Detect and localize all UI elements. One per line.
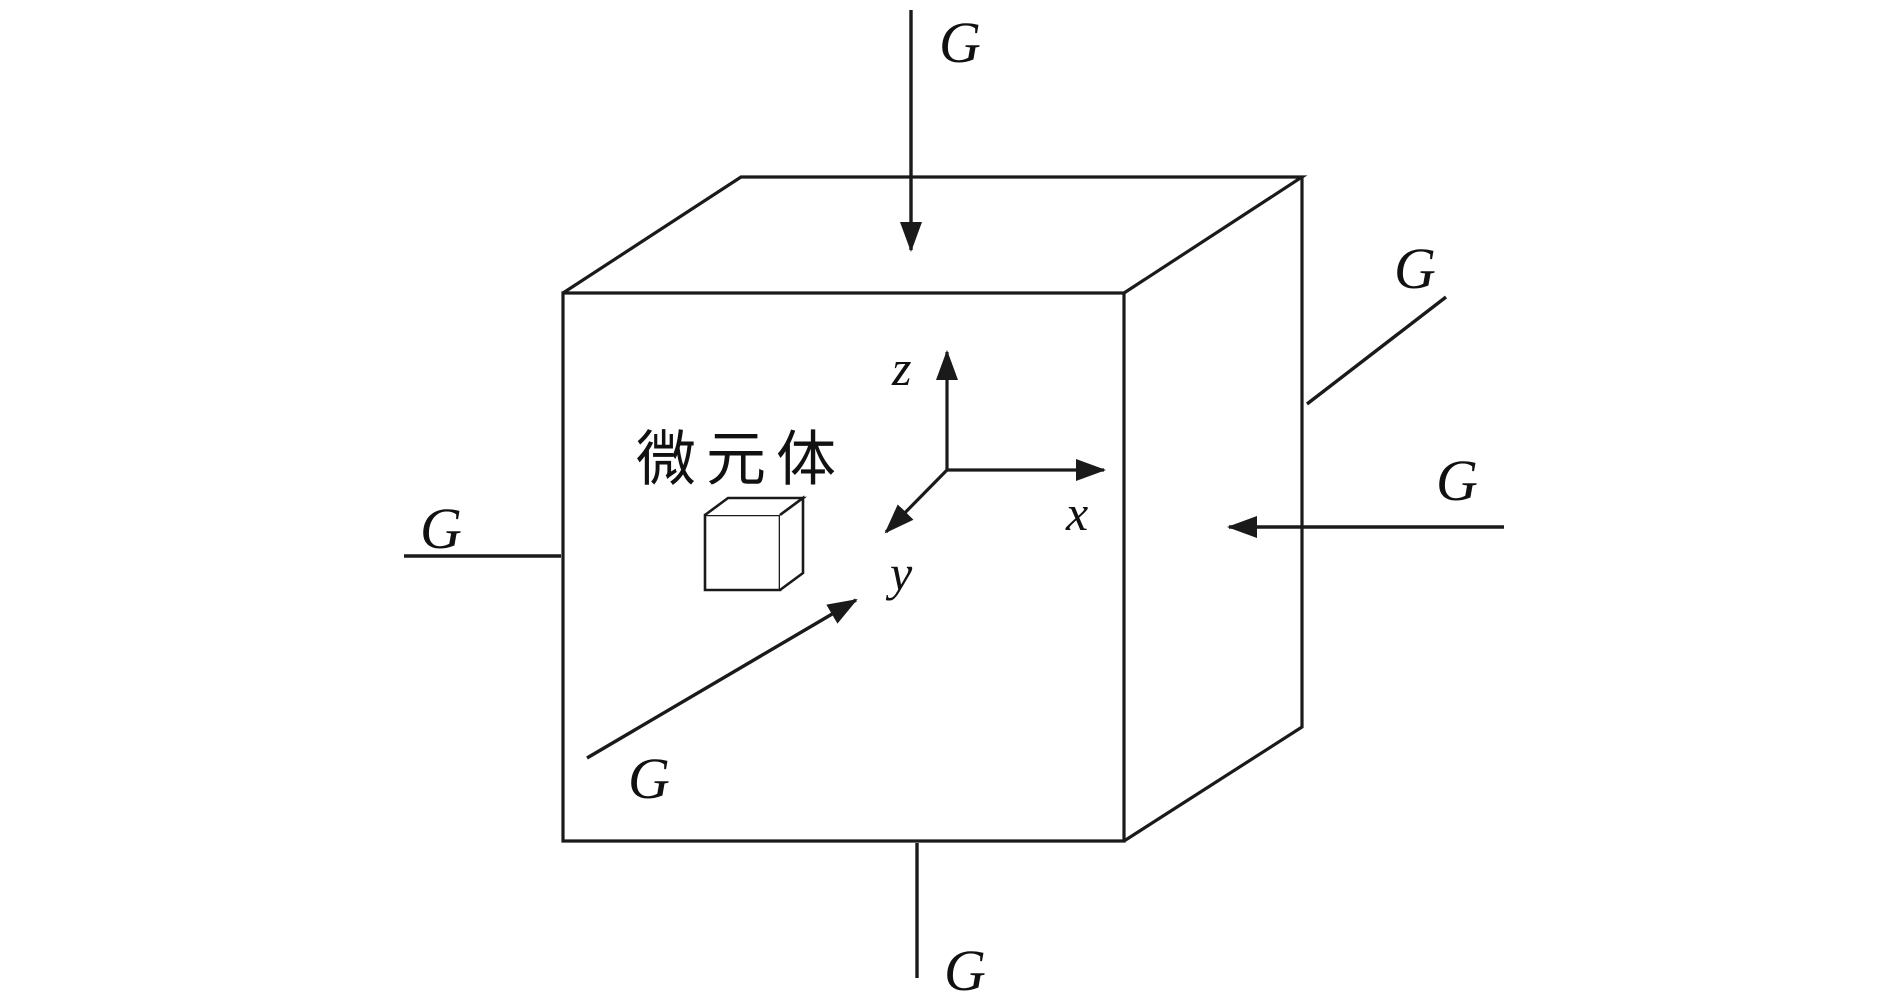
force-label-left: G	[420, 496, 462, 561]
x-axis-label: x	[1065, 485, 1088, 541]
force-label-front: G	[628, 746, 670, 811]
cube	[561, 175, 1308, 843]
micro-element-cube	[703, 495, 807, 592]
y-axis	[884, 468, 949, 534]
z-axis-label: z	[891, 340, 911, 396]
force-label-bottom: G	[944, 938, 986, 995]
force-label-right: G	[1436, 448, 1478, 513]
force-label-back: G	[1394, 236, 1436, 301]
force-arrows	[404, 10, 1504, 978]
labels: G G G G G G z x y 微元体	[420, 10, 1478, 995]
coordinate-axes	[884, 350, 1106, 534]
cube-right-face	[1123, 177, 1304, 843]
micro-element-label: 微元体	[636, 426, 846, 493]
force-arrow-front	[586, 598, 858, 760]
force-arrow-back	[1305, 295, 1448, 406]
micro-cube-front-face	[703, 513, 782, 592]
y-axis-label: y	[885, 545, 913, 601]
cube-top-face	[562, 175, 1308, 295]
force-label-top: G	[939, 10, 981, 75]
micro-cube-right-face	[779, 495, 805, 592]
